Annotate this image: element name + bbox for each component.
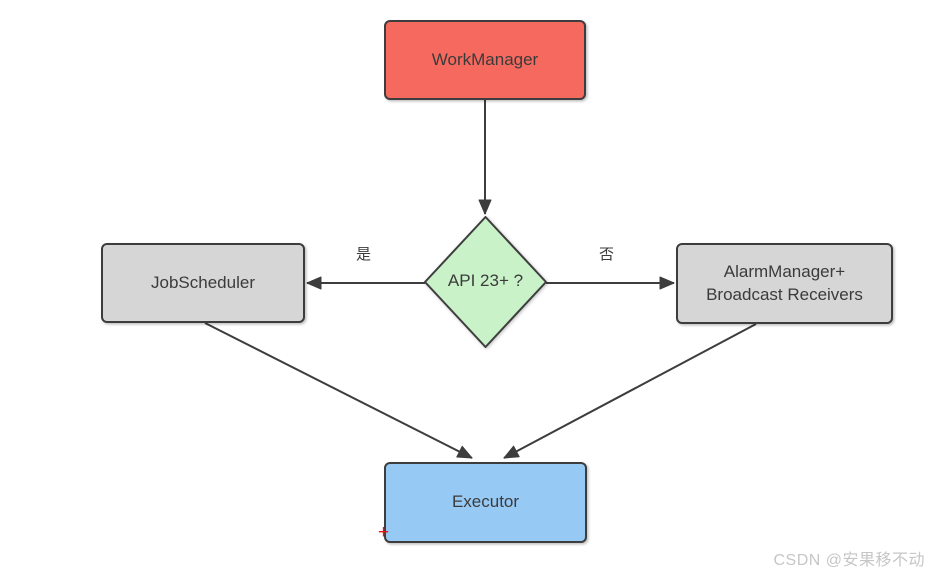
red-crosshair-marker: + bbox=[378, 522, 390, 543]
node-workmanager: WorkManager bbox=[384, 20, 586, 100]
node-alarmmanager-label: AlarmManager+ Broadcast Receivers bbox=[706, 262, 863, 304]
node-workmanager-label: WorkManager bbox=[431, 49, 539, 69]
edge-label-no: 否 bbox=[599, 246, 615, 263]
edge-jobscheduler-to-executor bbox=[204, 322, 473, 459]
node-alarmmanager: AlarmManager+ Broadcast Receivers bbox=[676, 243, 893, 324]
node-executor-label: Executor bbox=[451, 492, 520, 512]
csdn-watermark: CSDN @安果移不动 bbox=[773, 552, 925, 569]
node-jobscheduler: JobScheduler bbox=[101, 243, 305, 323]
edge-alarmmanager-to-executor bbox=[503, 323, 757, 459]
node-decision-label: API 23+ ? bbox=[447, 271, 524, 290]
decision-diamond-shape bbox=[424, 216, 547, 348]
edge-label-yes: 是 bbox=[356, 246, 372, 263]
node-jobscheduler-label: JobScheduler bbox=[151, 272, 255, 292]
node-executor: Executor bbox=[384, 462, 587, 543]
